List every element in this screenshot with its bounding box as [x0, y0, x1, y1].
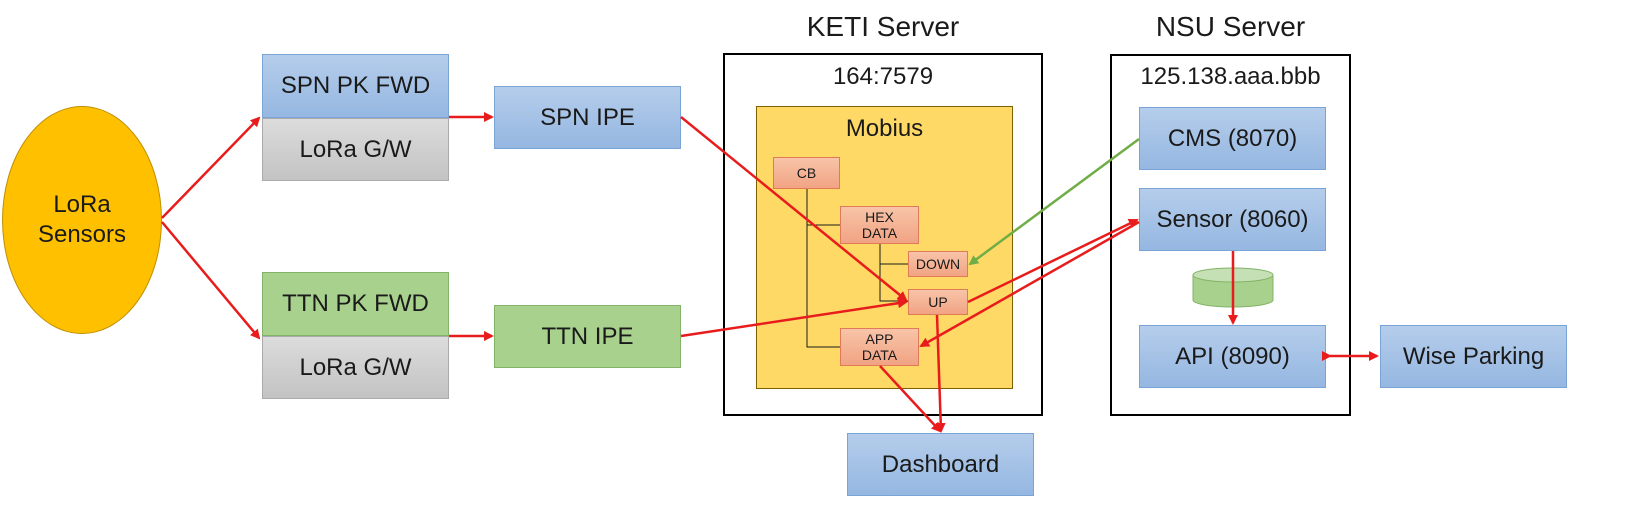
tree-lines: [806, 189, 908, 348]
keti-server-frame: [723, 53, 1043, 416]
nsu-server-address: 125.138.aaa.bbb: [1140, 63, 1321, 90]
lora-gw-label-1: LoRa G/W: [299, 135, 412, 163]
sensor-box: Sensor (8060): [1139, 188, 1326, 251]
spn-pk-fwd-label: SPN PK FWD: [280, 72, 431, 99]
cb-node: CB: [773, 157, 840, 189]
ttn-ipe-label: TTN IPE: [541, 322, 634, 350]
spn-ipe-box: SPN IPE: [494, 86, 681, 149]
arrow-ttn-ipe-to-up: [680, 298, 908, 338]
nsu-server-frame: [1110, 54, 1351, 416]
lora-gw-label-2: LoRa G/W: [299, 353, 412, 381]
hex-data-node: HEX DATA: [840, 206, 919, 244]
arrow-up-to-dashboard: [935, 314, 946, 433]
arrow-sensors-to-ttn: [161, 221, 261, 340]
wise-parking-label: Wise Parking: [1402, 342, 1545, 370]
api-label: API (8090): [1175, 342, 1290, 370]
up-label: UP: [928, 294, 948, 310]
keti-server-title: KETI Server: [806, 11, 960, 42]
cms-box: CMS (8070): [1139, 107, 1326, 170]
app-data-label: APP DATA: [861, 331, 898, 363]
ttn-pk-fwd-box: TTN PK FWD: [262, 272, 449, 336]
hex-data-label: HEX DATA: [861, 209, 898, 241]
mobius-label: Mobius: [845, 115, 924, 142]
arrow-sensor-to-app-data: [919, 220, 1140, 348]
lora-gw-box-2: LoRa G/W: [262, 336, 449, 399]
spn-pk-fwd-box: SPN PK FWD: [262, 54, 449, 118]
arrow-spn-ipe-to-up: [680, 116, 908, 302]
wise-parking-box: Wise Parking: [1380, 325, 1567, 388]
nsu-server-title: NSU Server: [1155, 11, 1306, 42]
down-label: DOWN: [915, 256, 961, 272]
lora-sensors-label: LoRa Sensors: [37, 191, 127, 248]
cb-label: CB: [796, 165, 817, 181]
app-data-node: APP DATA: [840, 328, 919, 366]
down-node: DOWN: [908, 251, 968, 277]
lora-gw-box-1: LoRa G/W: [262, 118, 449, 181]
dashboard-box: Dashboard: [847, 433, 1034, 496]
keti-server-address: 164:7579: [832, 63, 934, 90]
arrow-cms-to-down: [968, 137, 1140, 266]
arrow-app-data-to-dashboard: [879, 365, 942, 433]
api-box: API (8090): [1139, 325, 1326, 388]
ttn-ipe-box: TTN IPE: [494, 305, 681, 368]
arrow-sensors-to-spn: [161, 116, 261, 219]
spn-ipe-label: SPN IPE: [540, 103, 635, 131]
up-node: UP: [908, 289, 968, 315]
sensor-label: Sensor (8060): [1156, 205, 1309, 233]
arrow-up-to-sensor: [967, 218, 1139, 304]
cms-label: CMS (8070): [1167, 124, 1298, 152]
lora-sensors-node: LoRa Sensors: [2, 106, 162, 334]
ttn-pk-fwd-label: TTN PK FWD: [282, 290, 429, 317]
dashboard-label: Dashboard: [881, 450, 1000, 478]
